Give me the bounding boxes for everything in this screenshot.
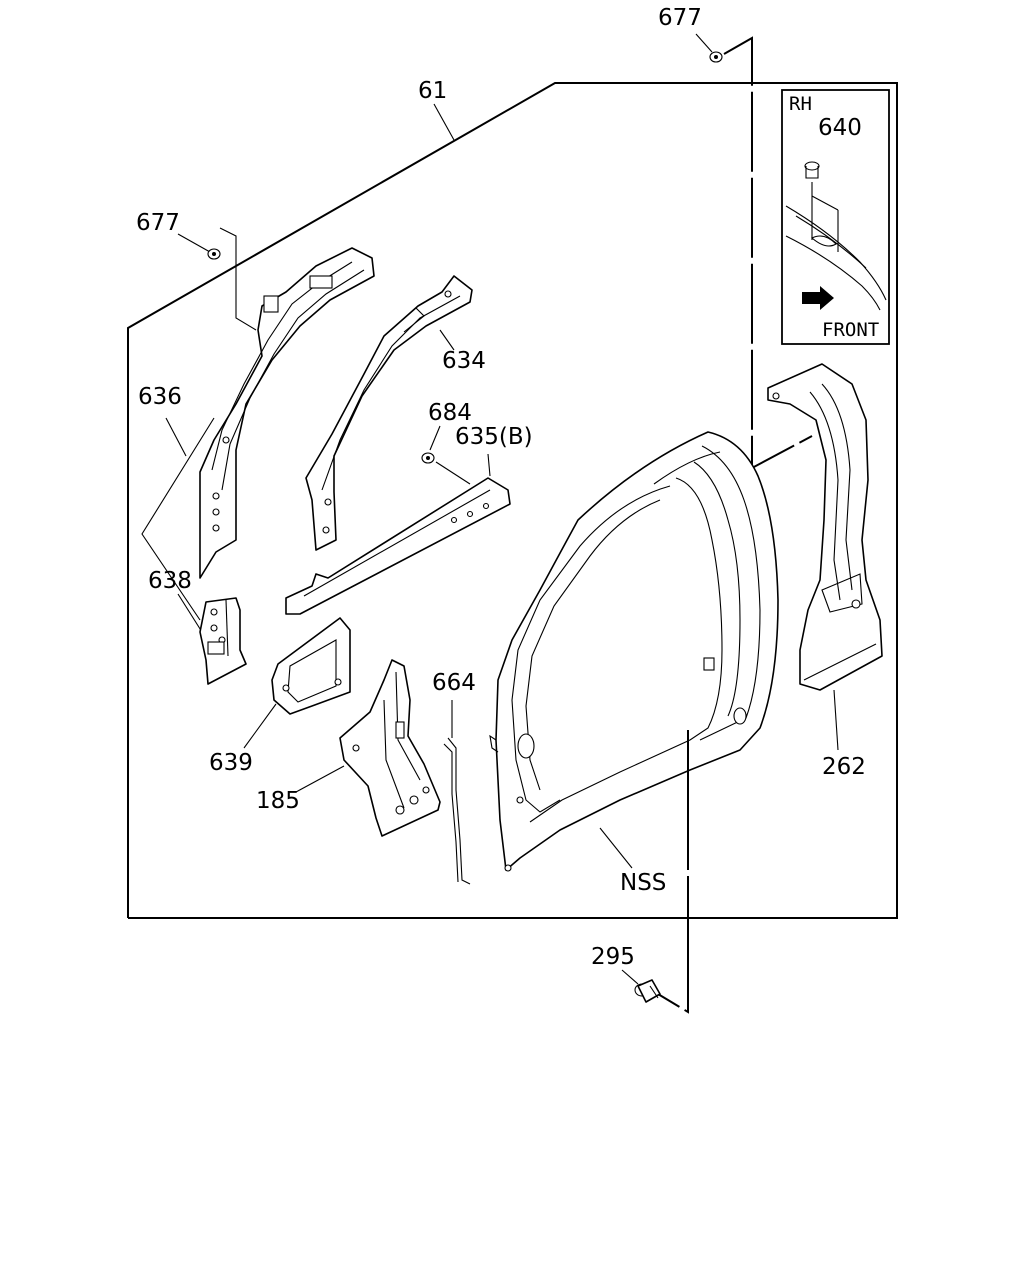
callout-677-top: 677 xyxy=(658,5,702,31)
bolt-icon xyxy=(634,979,661,1003)
nut-icon xyxy=(207,248,221,260)
inset-front-label: FRONT xyxy=(822,319,879,341)
nut-icon xyxy=(421,452,435,464)
part-635b-rocker-rail xyxy=(285,477,511,615)
callout-185: 185 xyxy=(256,788,300,814)
nut-icon xyxy=(709,51,723,63)
part-185-reinforcement xyxy=(339,659,441,837)
part-262-rear-pillar xyxy=(767,363,883,691)
callout-664: 664 xyxy=(432,670,476,696)
callout-634: 634 xyxy=(442,348,486,374)
assembly-frame xyxy=(127,82,898,919)
callout-262: 262 xyxy=(822,754,866,780)
part-634-inner-pillar xyxy=(305,275,473,551)
callout-636: 636 xyxy=(138,384,182,410)
inset-rh-label: RH xyxy=(789,93,812,115)
part-639-panel xyxy=(271,617,351,715)
callout-684: 684 xyxy=(428,400,472,426)
callout-638: 638 xyxy=(148,568,192,594)
front-arrow-icon xyxy=(802,286,834,310)
callout-640: 640 xyxy=(818,115,862,141)
part-636-front-pillar xyxy=(199,247,375,579)
bolt-icon xyxy=(804,161,820,179)
callout-61: 61 xyxy=(418,78,447,104)
callout-635b: 635(B) xyxy=(455,424,533,450)
callout-295: 295 xyxy=(591,944,635,970)
callout-nss: NSS xyxy=(620,870,666,896)
rh-inset: RH 640 FRONT xyxy=(781,89,890,345)
callout-639: 639 xyxy=(209,750,253,776)
part-664-strip xyxy=(443,737,471,885)
part-638-bracket xyxy=(199,597,247,685)
part-nss-side-outer xyxy=(489,431,779,872)
callout-677-left: 677 xyxy=(136,210,180,236)
